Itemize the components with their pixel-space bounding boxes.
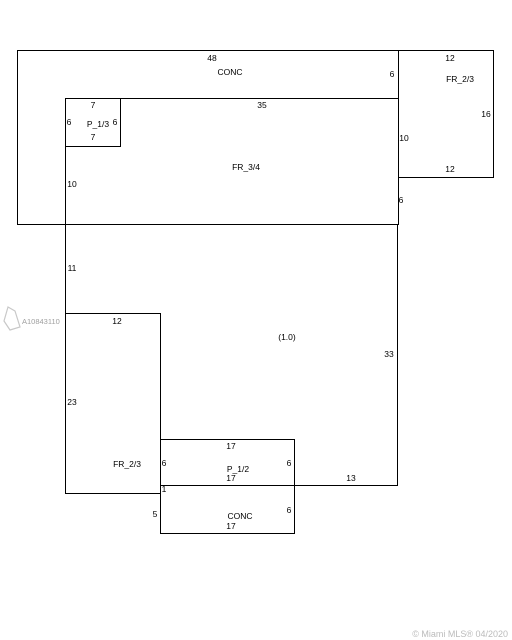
fr-left-outline [65,313,161,494]
dim-small-mark: 1 [162,484,167,494]
p-1-3-outline [65,98,121,147]
dim-fr-left-top: 12 [112,316,122,326]
dim-main-bottom: 13 [346,473,356,483]
dim-fr-right-height: 16 [481,109,491,119]
copyright-watermark: © Miami MLS® 04/2020 [412,629,508,639]
dim-fr34-top: 35 [257,100,267,110]
dim-p12-top: 17 [226,441,236,451]
main-area-label: (1.0) [278,332,296,342]
dim-p13-bottom: 7 [91,132,96,142]
dim-fr-right-left-side: 10 [399,133,409,143]
fr-top-right-outline [398,50,494,178]
main-area-outline-right [160,224,398,486]
dim-p12-bottom: 17 [226,473,236,483]
fr-3-4-outline [65,98,399,225]
dim-main-right: 33 [384,349,394,359]
fr-left-label: FR_2/3 [113,459,141,469]
mls-logo-icon [3,306,21,331]
dim-p12-left: 6 [162,458,167,468]
dim-p12-right: 6 [287,458,292,468]
dim-p13-top: 7 [91,100,96,110]
dim-fr34-right: 6 [399,195,404,205]
dim-conc-top-width: 48 [207,53,217,63]
listing-id-watermark: A10843110 [22,317,60,326]
dim-fr34-left: 10 [67,179,77,189]
dim-conc-bottom-width: 17 [226,521,236,531]
dim-fr-right-bottom: 12 [445,164,455,174]
p-1-2-label: P_1/2 [227,464,249,474]
conc-top-outline [17,50,399,225]
fr-3-4-label: FR_3/4 [232,162,260,172]
conc-top-label: CONC [217,67,242,77]
dim-conc-bottom-right: 6 [287,505,292,515]
dim-p13-right: 6 [113,117,118,127]
p-1-3-label: P_1/3 [87,119,109,129]
dim-p13-left: 6 [67,117,72,127]
fr-top-right-label: FR_2/3 [446,74,474,84]
dim-fr-right-top: 12 [445,53,455,63]
dim-fr-left-side: 23 [67,397,77,407]
dim-main-left: 11 [68,263,77,273]
dim-conc-bottom-left: 5 [153,509,158,519]
dim-conc-top-side: 6 [390,69,395,79]
main-area-outline-left [65,224,161,494]
conc-bottom-outline [160,485,295,534]
conc-bottom-label: CONC [227,511,252,521]
